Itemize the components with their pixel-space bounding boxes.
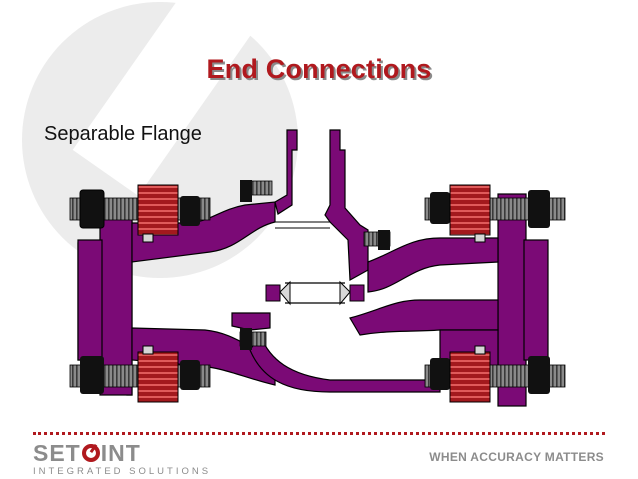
footer-divider [33,432,605,435]
screw-middle [363,230,391,250]
left-flange-face [99,204,133,396]
bolt-bottom-right [424,345,566,403]
slide-subtitle: Separable Flange [44,123,202,145]
setpoint-logo: SET INT INTEGRATED SOLUTIONS [33,441,211,477]
bolt-top-left [69,184,211,243]
logo-subtitle: INTEGRATED SOLUTIONS [33,466,212,477]
screw-upper [240,180,273,202]
bolt-bottom-left [69,345,211,403]
footer-tagline: WHEN ACCURACY MATTERS [429,450,604,464]
logo-o-icon [81,444,100,462]
logo-text-left: SET [33,440,81,466]
lower-body-bend [249,333,441,393]
upper-right-body [367,237,499,293]
lower-left-body [131,327,276,386]
center-orifice-tube [285,282,345,304]
screw-lower [239,328,267,350]
logo-text-right: INT [100,440,141,466]
bolt-top-right [424,184,566,243]
bonnet-neck [274,129,298,215]
slide-title: End Connections [206,54,432,84]
